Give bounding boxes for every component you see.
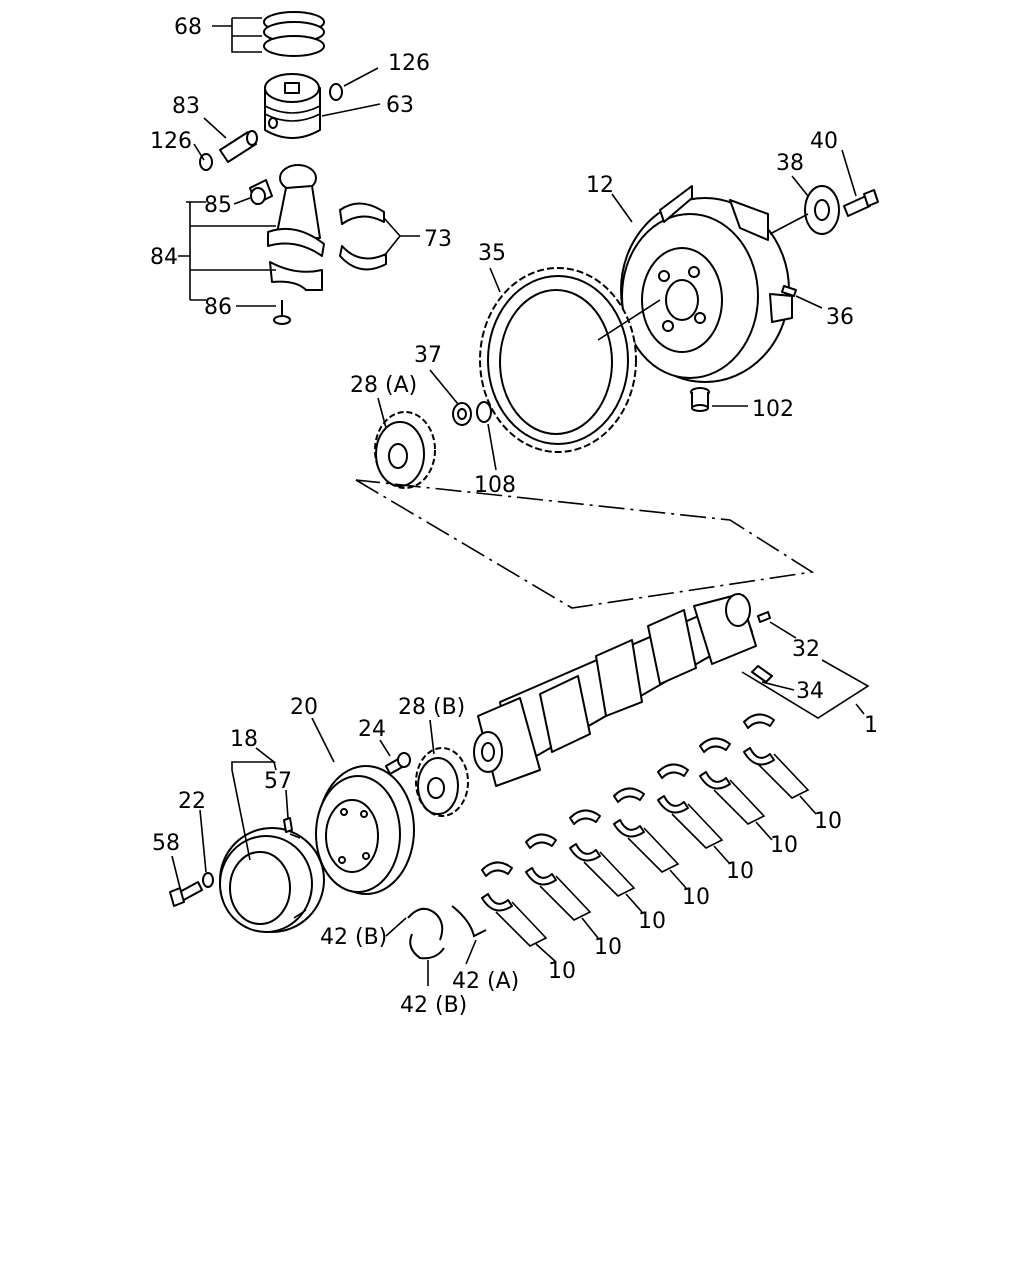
label-10-3: 10 <box>638 909 666 934</box>
thrust-washer-part-42a <box>451 905 487 938</box>
label-10-4: 10 <box>682 885 710 910</box>
label-86: 86 <box>204 295 232 320</box>
piston-rings-part-68 <box>263 11 325 57</box>
label-68: 68 <box>174 15 202 40</box>
label-10-1: 10 <box>548 959 576 984</box>
thrust-washer-part-42b-upper <box>407 907 444 941</box>
label-57: 57 <box>264 769 292 794</box>
dowel-pin-part-36 <box>781 285 797 297</box>
label-10-2: 10 <box>594 935 622 960</box>
label-37: 37 <box>414 343 442 368</box>
plate-part-38 <box>804 185 840 235</box>
label-42a: 42 (A) <box>452 969 519 994</box>
label-20: 20 <box>290 695 318 720</box>
label-22: 22 <box>178 789 206 814</box>
label-126-lower: 126 <box>150 129 192 154</box>
main-bearing-part-10-4 <box>613 787 645 838</box>
main-bearing-part-10-5 <box>657 763 689 814</box>
label-18: 18 <box>230 727 258 752</box>
label-35: 35 <box>478 241 506 266</box>
damper-pulley-part-18 <box>219 827 325 933</box>
label-32: 32 <box>792 637 820 662</box>
label-36: 36 <box>826 305 854 330</box>
pulley-part-20 <box>315 765 415 895</box>
label-34: 34 <box>796 679 824 704</box>
label-40: 40 <box>810 129 838 154</box>
rod-bearing-part-73 <box>339 202 387 271</box>
label-10-6: 10 <box>770 833 798 858</box>
label-63: 63 <box>386 93 414 118</box>
label-10-5: 10 <box>726 859 754 884</box>
washer-part-22 <box>202 872 214 888</box>
rod-bushing-part-85 <box>249 179 273 205</box>
label-58: 58 <box>152 831 180 856</box>
label-28a: 28 (A) <box>350 373 417 398</box>
gear-part-28a <box>374 411 436 489</box>
piston-part-63 <box>264 73 321 139</box>
label-42b-upper: 42 (B) <box>320 925 387 950</box>
label-1: 1 <box>864 713 878 738</box>
label-24: 24 <box>358 717 386 742</box>
label-38: 38 <box>776 151 804 176</box>
piston-pin-part-83 <box>219 130 258 163</box>
main-bearing-part-10-1 <box>481 861 513 912</box>
main-bearing-part-10-2 <box>525 833 557 886</box>
label-73: 73 <box>424 227 452 252</box>
plug-part-102 <box>690 387 710 412</box>
label-102: 102 <box>752 397 794 422</box>
gear-part-28b <box>415 747 469 817</box>
bolt-part-40 <box>843 189 879 217</box>
connecting-rod-part-84 <box>267 164 325 291</box>
thrust-washer-part-42b-lower <box>409 933 445 960</box>
rod-bolt-part-86 <box>273 300 291 325</box>
label-28b: 28 (B) <box>398 695 465 720</box>
main-bearing-part-10-6 <box>699 737 731 790</box>
label-10-7: 10 <box>814 809 842 834</box>
label-84: 84 <box>150 245 178 270</box>
ring-gear-part-35 <box>479 267 637 453</box>
bearing-part-37 <box>452 402 472 426</box>
bolt-part-58 <box>169 881 203 907</box>
leader-lines <box>171 17 870 986</box>
main-bearing-part-10-7 <box>743 713 775 766</box>
circlip-part-126-upper <box>329 83 343 101</box>
main-bearing-part-10-3 <box>569 809 601 862</box>
bolt-part-24 <box>385 752 411 775</box>
label-12: 12 <box>586 173 614 198</box>
key-part-57 <box>283 817 293 833</box>
label-83: 83 <box>172 94 200 119</box>
label-42b-lower: 42 (B) <box>400 993 467 1018</box>
label-108: 108 <box>474 473 516 498</box>
label-126-upper: 126 <box>388 51 430 76</box>
snap-ring-part-108 <box>476 401 492 423</box>
label-85: 85 <box>204 193 232 218</box>
gear-to-crankshaft-dashed-line <box>355 479 815 609</box>
crankshaft-part-1 <box>473 593 773 787</box>
flywheel-part-12 <box>620 185 793 383</box>
